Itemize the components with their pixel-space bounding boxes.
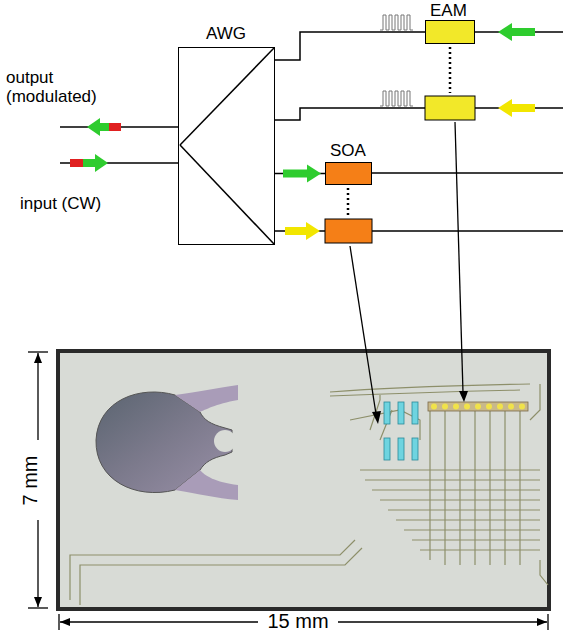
signal-label: output (modulated): [6, 68, 86, 106]
pointer-arrowhead: [372, 411, 381, 424]
eam-box: [425, 96, 475, 120]
pointer-arrow: [455, 122, 463, 392]
soa-photo: [384, 402, 418, 460]
green-arrow: [498, 23, 535, 41]
pointer-arrow: [350, 246, 376, 414]
dotted-ellipsis: [449, 47, 452, 93]
awg-photo-port: [214, 430, 236, 452]
eam-box: EAM: [425, 20, 475, 44]
eam-photo-pads: [431, 404, 525, 410]
dimension-label: 15 mm: [258, 610, 338, 633]
chip-photo: [58, 351, 549, 609]
box-label: AWG: [206, 24, 246, 44]
yellow-arrow: [285, 222, 320, 240]
waveguide: [275, 108, 425, 120]
waveguide-connector: [275, 32, 425, 60]
awg-photo: [96, 392, 232, 493]
dimension-label: 7 mm: [19, 451, 42, 511]
awg-fan-line: [180, 48, 274, 145]
eam-photo: [428, 402, 528, 411]
box-label: SOA: [330, 141, 366, 161]
signal-label: input (CW): [20, 194, 130, 213]
arrowhead: [307, 165, 321, 183]
awg-fan-line: [180, 145, 274, 244]
arrow-body: [283, 170, 307, 178]
soa-box: [325, 219, 372, 243]
awg-photo-arm: [175, 470, 238, 500]
waveguide-connector: [275, 165, 325, 183]
soa-box: SOA: [325, 162, 372, 185]
output-arrow: [87, 118, 121, 136]
awg-photo-arm: [175, 385, 238, 412]
waveguide: [372, 230, 563, 232]
pulse-train: [380, 15, 413, 30]
pointer-arrowhead: [459, 391, 468, 402]
input-arrow: [70, 154, 108, 172]
connector-line: [275, 32, 425, 60]
waveguide-traces: [70, 384, 548, 605]
dotted-ellipsis: [347, 188, 350, 217]
awg-box: AWG: [178, 47, 275, 245]
pulse-train: [380, 91, 413, 106]
yellow-arrow: [498, 99, 535, 117]
box-label: EAM: [430, 1, 467, 21]
waveguide: [372, 172, 563, 174]
